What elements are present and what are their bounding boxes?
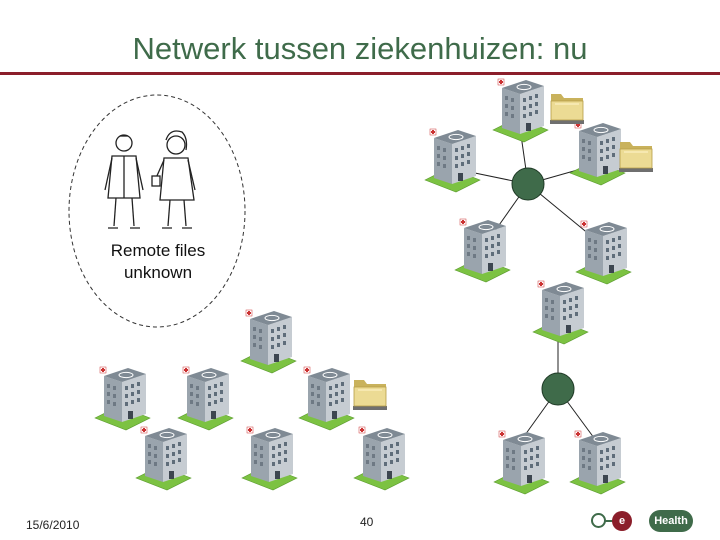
hospital-building-icon <box>493 430 550 495</box>
hospital-building-icon <box>532 280 589 345</box>
doctor-icon <box>104 134 144 229</box>
folder-icon <box>352 379 388 411</box>
ehealth-logo: e Health <box>591 509 719 535</box>
hospital-building-icon <box>94 366 151 431</box>
folder-icon <box>549 93 585 125</box>
slide-title: Netwerk tussen ziekenhuizen: nu <box>132 31 588 66</box>
page-number: 40 <box>360 515 374 529</box>
hospital-building-icon <box>424 128 481 193</box>
slide-date: 15/6/2010 <box>26 518 80 532</box>
nurse-icon <box>151 130 196 229</box>
network-hub-icon <box>511 167 545 201</box>
hospital-building-icon <box>177 366 234 431</box>
hospital-building-icon <box>353 426 410 491</box>
hospital-building-icon <box>240 309 297 374</box>
hospital-building-icon <box>569 121 626 186</box>
title-divider <box>0 72 720 75</box>
logo-e-badge: e <box>612 511 632 531</box>
bubble-caption-line1: Remote files <box>110 241 206 260</box>
folder-icon <box>618 141 654 173</box>
hospital-building-icon <box>241 426 298 491</box>
bubble-caption-line2: unknown <box>123 263 193 282</box>
hospital-building-icon <box>135 426 192 491</box>
logo-health-badge: Health <box>649 510 693 532</box>
bubble-caption: Remote files unknown <box>80 240 236 284</box>
logo-ring-icon <box>591 513 606 528</box>
hospital-building-icon <box>454 218 511 283</box>
logo-connector <box>605 520 613 522</box>
knowledge-bubble <box>68 94 246 328</box>
hospital-building-icon <box>492 78 549 143</box>
network-hub-icon <box>541 372 575 406</box>
hospital-building-icon <box>298 366 355 431</box>
hospital-building-icon <box>569 430 626 495</box>
